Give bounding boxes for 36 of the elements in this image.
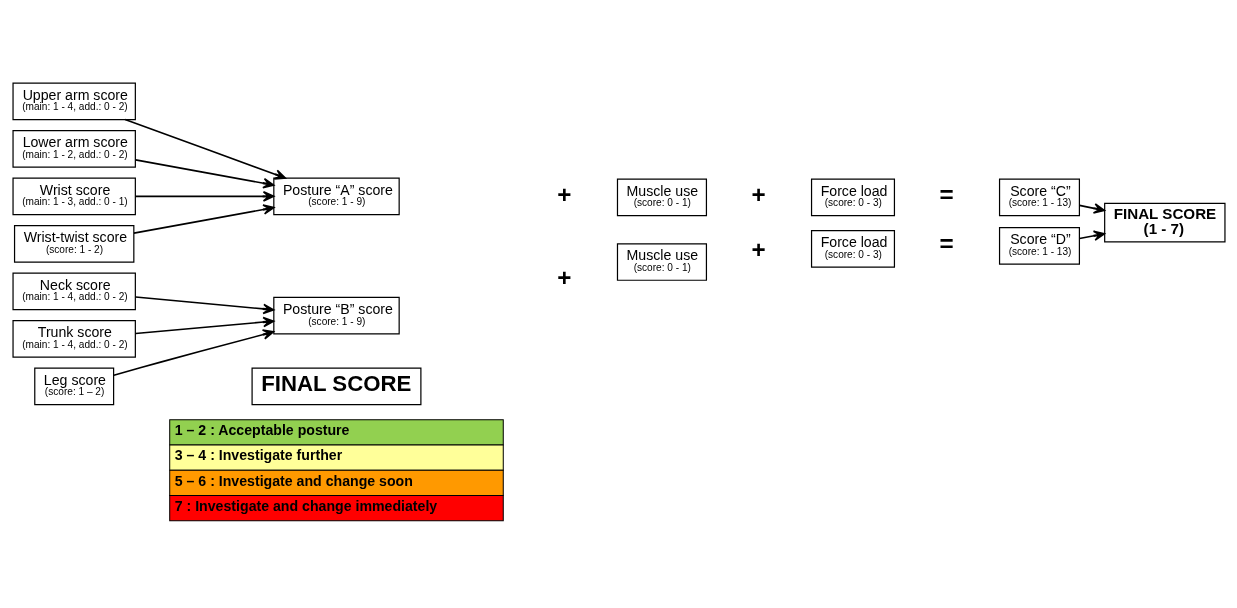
node-box: Score “C” (score: 1 - 13) <box>998 178 1080 217</box>
node-box: FINAL SCORE <box>251 367 421 406</box>
node-box: Muscle use (score: 0 - 1) <box>616 178 707 217</box>
legend-label: 3 – 4 : Investigate further <box>174 447 342 464</box>
label: + <box>556 263 572 291</box>
arrow <box>1078 203 1105 214</box>
node-box: Score “D” (score: 1 - 13) <box>998 227 1080 265</box>
legend-label: 5 – 6 : Investigate and change soon <box>174 472 413 489</box>
legend-label: 7 : Investigate and change immediately <box>174 497 437 514</box>
node-box: Wrist-twist score (score: 1 - 2) <box>13 225 134 263</box>
label: + <box>750 236 766 264</box>
arrow <box>134 191 274 202</box>
arrow <box>123 118 286 180</box>
node-box: Wrist score (main: 1 - 3, add.: 0 - 1) <box>11 177 136 216</box>
label: = <box>938 230 954 258</box>
node-box: Neck score (main: 1 - 4, add.: 0 - 2) <box>11 272 136 311</box>
node-box: Posture “B” score (score: 1 - 9) <box>272 296 400 335</box>
arrow <box>134 316 274 335</box>
node-box: FINAL SCORE (1 - 7) <box>1103 202 1226 243</box>
node-box: Lower arm score (main: 1 - 2, add.: 0 - 2) <box>11 130 136 168</box>
arrow <box>134 296 274 315</box>
node-box: Force load (score: 0 - 3) <box>810 230 895 268</box>
label: + <box>556 180 572 208</box>
node-box: Trunk score (main: 1 - 4, add.: 0 - 2) <box>11 320 136 358</box>
label: + <box>750 180 766 208</box>
arrow <box>134 159 274 189</box>
arrow <box>112 329 274 377</box>
node-box: Posture “A” score (score: 1 - 9) <box>272 177 400 216</box>
node-box: Upper arm score (main: 1 - 4, add.: 0 - 2) <box>11 82 136 121</box>
label: = <box>938 180 954 208</box>
node-box: Muscle use (score: 0 - 1) <box>616 243 707 281</box>
node-box: Leg score (score: 1 – 2) <box>33 367 114 406</box>
node-box: Force load (score: 0 - 3) <box>810 178 895 217</box>
legend-label: 1 – 2 : Acceptable posture <box>174 422 349 439</box>
arrow <box>132 204 275 234</box>
arrow <box>1078 230 1105 241</box>
